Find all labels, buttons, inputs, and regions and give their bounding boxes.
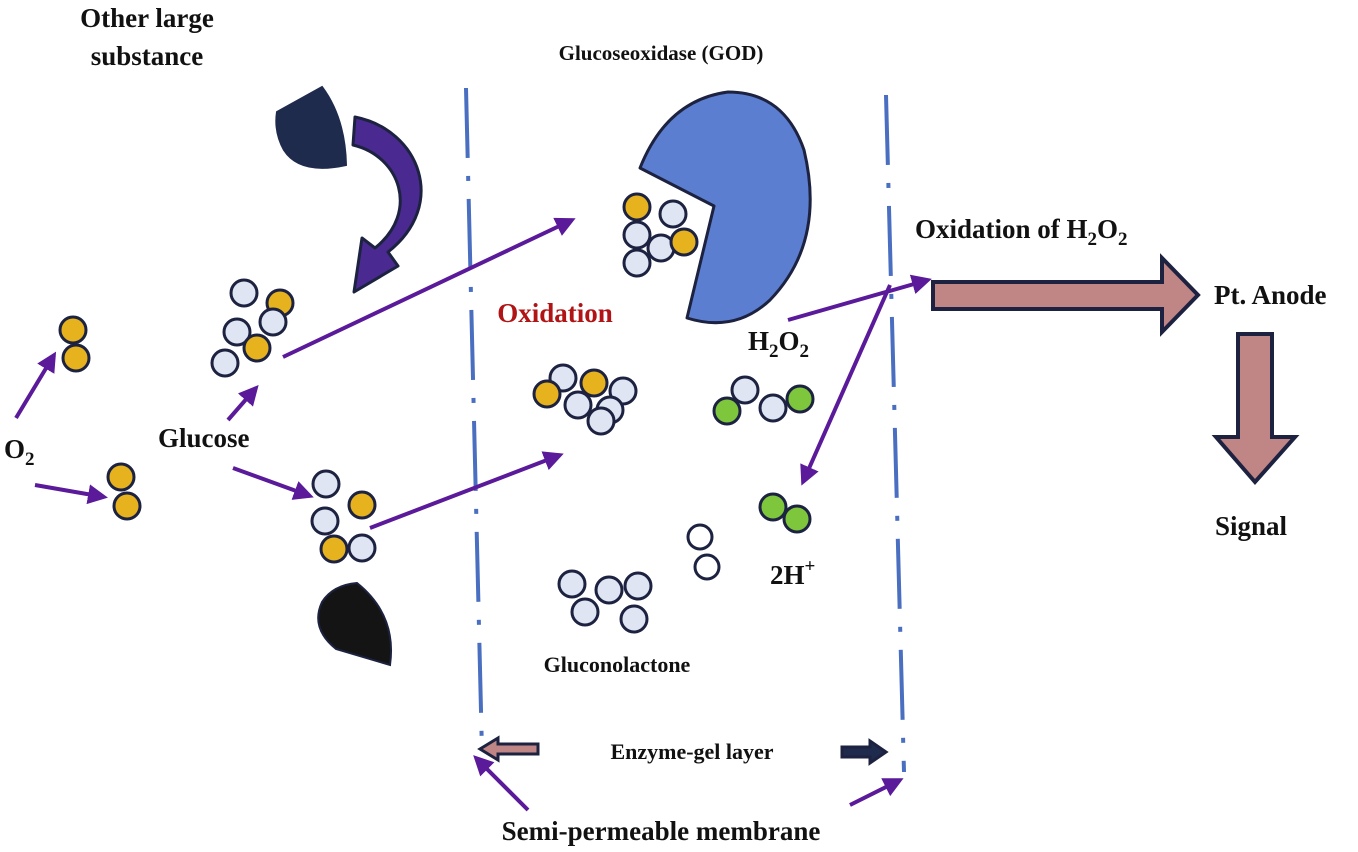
- o-letter: O: [1097, 214, 1118, 244]
- enzyme-gel-left-arrow: [477, 735, 540, 763]
- two-h-plus-label: 2H+: [770, 556, 815, 590]
- glucose-atom: [210, 348, 240, 378]
- subscript-2: 2: [1088, 229, 1098, 250]
- glucose-atom: [570, 597, 600, 627]
- arrow-semipermeable-right: [849, 778, 904, 807]
- arrow-semipermeable-left: [473, 755, 530, 812]
- arrow-glucose-up: [226, 384, 259, 422]
- signal-label: Signal: [1215, 511, 1288, 541]
- o-letter: O: [4, 434, 25, 464]
- oxidation-label: Oxidation: [497, 298, 613, 328]
- glucose-atom: [623, 571, 653, 601]
- arrow-o2-up: [14, 351, 57, 420]
- glucose-atom: [229, 278, 259, 308]
- green-atom: [712, 396, 742, 426]
- glucose-atom: [619, 604, 649, 634]
- large-substance-shape-top: [275, 85, 348, 169]
- white-atom: [693, 553, 721, 581]
- oxygen-atom: [106, 462, 136, 492]
- oxygen-atom: [112, 491, 142, 521]
- oxidation-of-h2o2-label: Oxidation of H2O2: [915, 214, 1128, 250]
- glucose-atom: [586, 406, 616, 436]
- right-membrane-line: [884, 94, 906, 773]
- arrow-h2o2-to-oxidation: [787, 274, 932, 322]
- reaction-arrows: [14, 217, 932, 812]
- subscript-2: 2: [769, 341, 779, 362]
- glucose-atom: [222, 317, 252, 347]
- glucose-atom: [594, 575, 624, 605]
- h2o2-label: H2O2: [748, 326, 809, 362]
- glucose-atom: [730, 375, 760, 405]
- arrow-o2-right: [34, 483, 108, 505]
- oxygen-atom: [61, 343, 91, 373]
- block-arrow-to-signal: [1211, 332, 1300, 486]
- enzyme-gel-right-arrow: [840, 738, 889, 766]
- glucose-atom: [758, 393, 788, 423]
- green-atom: [785, 384, 815, 414]
- arrow-glucose-down: [232, 466, 314, 500]
- oxygen-atom: [242, 333, 272, 363]
- oxygen-atom: [58, 315, 88, 345]
- glucose-atom: [622, 220, 652, 250]
- arrow-to-enzyme: [282, 217, 576, 359]
- oxygen-atom: [319, 534, 349, 564]
- h-letter: H: [748, 326, 769, 356]
- glucose-atom: [658, 199, 688, 229]
- subscript-2: 2: [800, 341, 810, 362]
- o2-label: O2: [4, 434, 35, 470]
- glucose-atom: [310, 506, 340, 536]
- glucose-atom: [311, 469, 341, 499]
- gluconolactone-label: Gluconolactone: [544, 652, 691, 677]
- arrow-to-oxidation-products: [369, 451, 564, 530]
- semi-permeable-membrane-label: Semi-permeable membrane: [502, 816, 821, 846]
- left-membrane-line: [464, 87, 484, 753]
- pt-anode-label: Pt. Anode: [1214, 280, 1327, 310]
- green-atom: [782, 504, 812, 534]
- arrow-to-2h: [800, 284, 892, 486]
- glucose-atom: [563, 390, 593, 420]
- glucose-atom: [258, 307, 288, 337]
- enzyme-gel-layer-label: Enzyme-gel layer: [610, 739, 773, 764]
- two-h-text: 2H: [770, 560, 805, 590]
- other-large-substance-label-line1: Other large: [80, 3, 214, 33]
- glucose-atom: [557, 569, 587, 599]
- glucose-label: Glucose: [158, 423, 250, 453]
- subscript-2: 2: [25, 449, 35, 470]
- molecules: [58, 192, 815, 634]
- large-substance-shape-bottom: [317, 581, 392, 667]
- o-letter: O: [779, 326, 800, 356]
- curved-rejection-arrow: [351, 115, 423, 294]
- oxygen-atom: [579, 368, 609, 398]
- block-arrow-to-anode: [931, 253, 1201, 337]
- oxygen-atom: [622, 192, 652, 222]
- oxygen-atom: [532, 379, 562, 409]
- glucose-atom: [347, 533, 377, 563]
- oxidation-of-h2o2-prefix: Oxidation of H: [915, 214, 1088, 244]
- white-atom: [686, 523, 714, 551]
- glucose-oxidase-label: Glucoseoxidase (GOD): [559, 41, 764, 65]
- green-atom: [758, 492, 788, 522]
- glucose-atom: [622, 248, 652, 278]
- other-large-substance-label-line2: substance: [91, 41, 204, 71]
- oxygen-atom: [347, 490, 377, 520]
- plus-superscript: +: [805, 556, 816, 577]
- oxygen-atom: [669, 227, 699, 257]
- glucose-oxidase-enzyme: [638, 90, 812, 325]
- subscript-2: 2: [1118, 229, 1128, 250]
